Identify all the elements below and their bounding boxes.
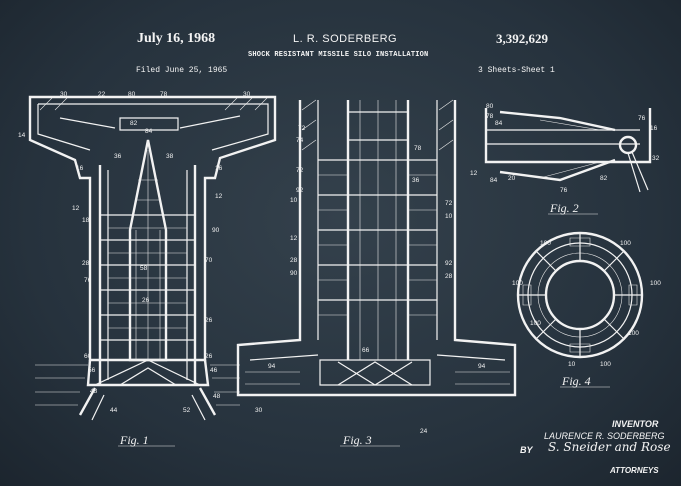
by-label: BY — [520, 445, 533, 455]
svg-text:100: 100 — [512, 280, 523, 287]
svg-text:72: 72 — [445, 200, 453, 207]
svg-text:22: 22 — [98, 91, 106, 98]
svg-text:48: 48 — [213, 393, 221, 400]
svg-text:100: 100 — [628, 330, 639, 337]
svg-text:46: 46 — [210, 367, 218, 374]
svg-text:72: 72 — [296, 167, 304, 174]
fig2-label: Fig. 2 — [550, 201, 579, 215]
svg-text:92: 92 — [445, 260, 453, 267]
svg-text:90: 90 — [290, 270, 298, 277]
svg-text:78: 78 — [486, 113, 494, 120]
svg-text:80: 80 — [128, 91, 136, 98]
svg-text:26: 26 — [205, 353, 213, 360]
svg-text:84: 84 — [495, 120, 503, 127]
svg-text:16: 16 — [76, 165, 84, 172]
svg-text:30: 30 — [60, 91, 68, 98]
svg-text:78: 78 — [414, 145, 422, 152]
svg-text:12: 12 — [72, 205, 80, 212]
svg-text:16: 16 — [215, 165, 223, 172]
sheet-count: 3 Sheets-Sheet 1 — [478, 66, 555, 75]
svg-text:12: 12 — [470, 170, 478, 177]
svg-text:14: 14 — [18, 132, 26, 139]
svg-text:100: 100 — [530, 320, 541, 327]
svg-text:36: 36 — [114, 153, 122, 160]
svg-text:84: 84 — [145, 128, 153, 135]
svg-text:10: 10 — [445, 213, 453, 220]
svg-text:12: 12 — [215, 193, 223, 200]
svg-text:90: 90 — [212, 227, 220, 234]
svg-text:30: 30 — [243, 91, 251, 98]
svg-text:82: 82 — [130, 120, 138, 127]
svg-text:26: 26 — [142, 297, 150, 304]
inventor-name: LAURENCE R. SODERBERG — [544, 431, 665, 441]
svg-text:76: 76 — [84, 277, 92, 284]
fig4-drawing: 100 100 100 100 100 100 10 100 — [512, 231, 661, 368]
svg-text:70: 70 — [205, 257, 213, 264]
svg-text:76: 76 — [638, 115, 646, 122]
attorneys-label: ATTORNEYS — [610, 466, 659, 475]
svg-text:74: 74 — [296, 137, 304, 144]
svg-text:30: 30 — [255, 407, 263, 414]
svg-text:80: 80 — [486, 103, 494, 110]
svg-text:52: 52 — [183, 407, 191, 414]
svg-text:28: 28 — [290, 257, 298, 264]
patent-number: 3,392,629 — [496, 31, 548, 46]
svg-text:100: 100 — [650, 280, 661, 287]
filed-date: Filed June 25, 1965 — [136, 66, 228, 75]
svg-text:20: 20 — [508, 175, 516, 182]
svg-text:72: 72 — [298, 125, 306, 132]
svg-text:100: 100 — [620, 240, 631, 247]
svg-text:38: 38 — [166, 153, 174, 160]
fig3-label: Fig. 3 — [343, 433, 372, 447]
svg-text:32: 32 — [652, 155, 660, 162]
svg-text:36: 36 — [412, 177, 420, 184]
fig4-label: Fig. 4 — [562, 374, 591, 388]
svg-text:94: 94 — [478, 363, 486, 370]
svg-text:94: 94 — [268, 363, 276, 370]
fig2-drawing: 80 78 84 76 16 32 12 84 20 82 76 — [470, 103, 660, 194]
svg-text:28: 28 — [445, 273, 453, 280]
svg-text:18: 18 — [82, 217, 90, 224]
patent-date: July 16, 1968 — [137, 31, 216, 46]
fig1-label: Fig. 1 — [120, 433, 149, 447]
attorney-signature: S. Sneider and Rose — [548, 440, 671, 454]
svg-text:28: 28 — [82, 260, 90, 267]
svg-text:10: 10 — [290, 197, 298, 204]
svg-text:58: 58 — [140, 265, 148, 272]
svg-text:84: 84 — [490, 177, 498, 184]
inventor-header: L. R. SODERBERG — [293, 33, 398, 45]
svg-text:10: 10 — [568, 361, 576, 368]
inventor-label: INVENTOR — [612, 419, 659, 429]
svg-text:12: 12 — [290, 235, 298, 242]
svg-text:26: 26 — [205, 317, 213, 324]
svg-text:100: 100 — [600, 361, 611, 368]
patent-title: SHOCK RESISTANT MISSILE SILO INSTALLATIO… — [248, 51, 429, 59]
svg-text:60: 60 — [84, 353, 92, 360]
svg-text:78: 78 — [160, 91, 168, 98]
svg-text:100: 100 — [540, 240, 551, 247]
svg-text:82: 82 — [600, 175, 608, 182]
svg-text:24: 24 — [420, 428, 428, 435]
svg-text:66: 66 — [362, 347, 370, 354]
svg-text:92: 92 — [296, 187, 304, 194]
svg-text:76: 76 — [560, 187, 568, 194]
svg-text:16: 16 — [650, 125, 658, 132]
svg-text:56: 56 — [88, 367, 96, 374]
svg-text:48: 48 — [90, 388, 98, 395]
svg-text:44: 44 — [110, 407, 118, 414]
